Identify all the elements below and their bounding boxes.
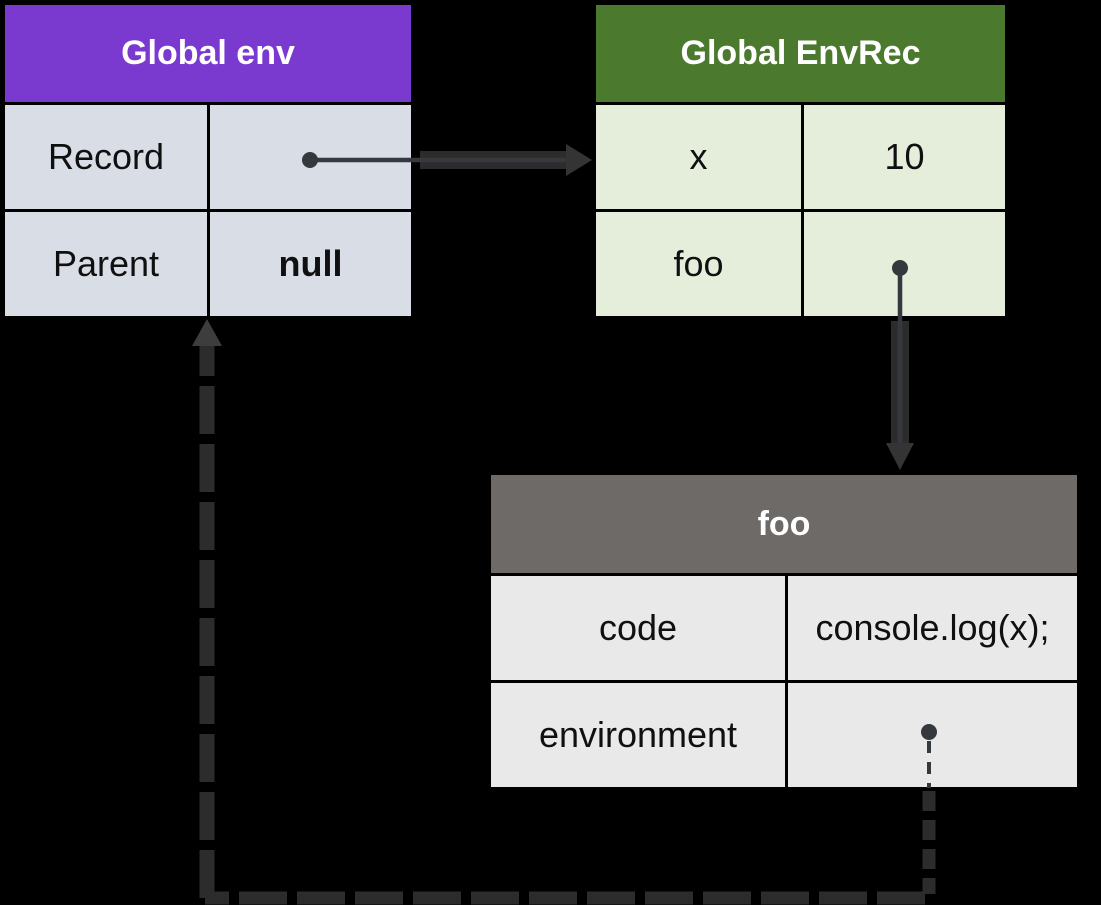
table-row: Record bbox=[5, 105, 411, 209]
foo-environment-key: environment bbox=[491, 683, 785, 787]
global-env-node: Global env Record Parent null bbox=[2, 2, 414, 319]
table-row: code console.log(x); bbox=[491, 576, 1077, 680]
global-env-record-value bbox=[207, 105, 411, 209]
table-row: x 10 bbox=[596, 105, 1005, 209]
foo-node: foo code console.log(x); environment bbox=[488, 472, 1080, 790]
environment-pointer-halo bbox=[199, 346, 936, 905]
global-env-record-key: Record bbox=[5, 105, 207, 209]
table-row: environment bbox=[491, 680, 1077, 787]
foo-title: foo bbox=[491, 475, 1077, 576]
table-row: Parent null bbox=[5, 209, 411, 316]
foo-code-key: code bbox=[491, 576, 785, 680]
global-env-parent-value: null bbox=[207, 212, 411, 316]
foo-code-value: console.log(x); bbox=[785, 576, 1077, 680]
global-env-title: Global env bbox=[5, 5, 411, 105]
table-row: foo bbox=[596, 209, 1005, 316]
global-envrec-foo-value bbox=[801, 212, 1005, 316]
global-envrec-foo-key: foo bbox=[596, 212, 801, 316]
global-env-parent-key: Parent bbox=[5, 212, 207, 316]
global-envrec-x-key: x bbox=[596, 105, 801, 209]
global-envrec-node: Global EnvRec x 10 foo bbox=[593, 2, 1008, 319]
global-envrec-x-value: 10 bbox=[801, 105, 1005, 209]
foo-environment-value bbox=[785, 683, 1077, 787]
global-envrec-title: Global EnvRec bbox=[596, 5, 1005, 105]
